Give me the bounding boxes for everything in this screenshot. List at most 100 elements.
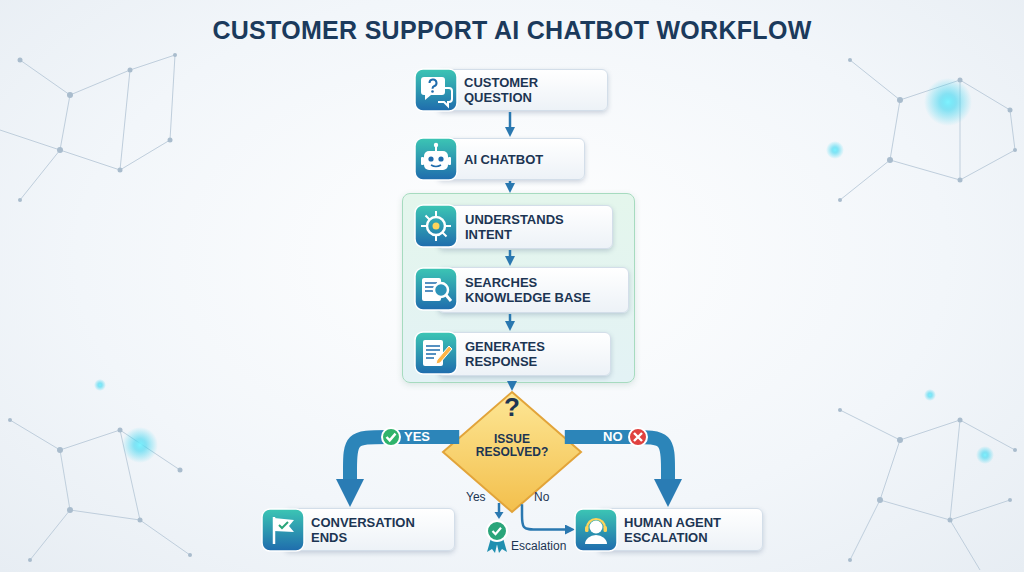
glow-dots (94, 379, 106, 391)
network-dots (28, 558, 32, 562)
network-lines (10, 420, 190, 560)
question-icon (429, 79, 436, 88)
box-panel: SEARCHES KNOWLEDGE BASE (438, 267, 629, 313)
agent-icon (585, 535, 607, 544)
box-panel: GENERATES RESPONSE (438, 332, 611, 376)
medal-badge (487, 521, 507, 541)
note-label: Escalation (511, 539, 566, 553)
network-dots (877, 497, 883, 503)
network-dots (128, 68, 133, 73)
glow-dots (924, 78, 972, 126)
no-cross-badge (634, 433, 642, 441)
network-dots (1008, 498, 1012, 502)
flow-arrow (509, 112, 512, 137)
edge-label: YES (404, 430, 430, 444)
agent-icon (604, 526, 608, 532)
process-box: CUSTOMER QUESTION (415, 68, 608, 112)
agent-icon (575, 509, 617, 551)
flow-band (350, 437, 459, 507)
edge-label: NO (603, 430, 623, 444)
response-icon (423, 340, 443, 366)
response-icon (426, 346, 440, 358)
flow-arrow (509, 314, 512, 331)
network-lines (0, 55, 175, 200)
network-dots (188, 553, 192, 557)
agent-icon (575, 509, 617, 551)
robot-icon (421, 157, 424, 165)
no-cross-badge (629, 428, 647, 446)
box-panel: AI CHATBOT (437, 138, 585, 180)
robot-icon (448, 157, 451, 165)
no-cross-badge (629, 428, 647, 446)
diagram-title: CUSTOMER SUPPORT AI CHATBOT WORKFLOW (0, 16, 1024, 45)
robot-icon (424, 151, 448, 170)
network-dots (1008, 108, 1013, 113)
medal-badge (487, 538, 498, 553)
medal-badge (493, 528, 502, 534)
knowledge-icon (434, 283, 448, 297)
network-dots (958, 178, 963, 183)
network-dots (887, 157, 893, 163)
flag-icon (262, 509, 304, 551)
robot-icon (435, 146, 437, 151)
yes-check-badge (382, 428, 400, 446)
knowledge-icon (415, 268, 457, 310)
flow-arrow (509, 250, 512, 266)
network-dots (958, 418, 963, 423)
note-label: Yes (466, 490, 486, 504)
network-dots (118, 428, 123, 433)
network-lines (840, 60, 1015, 200)
process-group: UNDERSTANDS INTENT SEARCHES KNOWLEDGE BAS… (402, 193, 635, 383)
yes-small-arrow (495, 503, 504, 519)
network-lines (0, 55, 1015, 570)
network-dots (118, 168, 123, 173)
network-dots (18, 198, 22, 202)
network-dots (848, 58, 852, 62)
glow-dots (976, 446, 994, 464)
flow-band (565, 437, 668, 507)
network-dots (138, 518, 143, 523)
network-dots (897, 97, 903, 103)
yes-small-arrow (495, 512, 504, 519)
node-text: HUMAN AGENT ESCALATION (624, 515, 742, 545)
yes-small-arrow (498, 503, 501, 513)
robot-icon (431, 165, 441, 167)
node-text: GENERATES RESPONSE (465, 339, 575, 369)
medal-badge (496, 538, 507, 553)
glow-dots (924, 389, 936, 401)
intent-icon (415, 205, 457, 247)
robot-icon (415, 138, 457, 180)
network-dots (57, 147, 63, 153)
network-dots (848, 558, 852, 562)
box-panel: CUSTOMER QUESTION (437, 69, 608, 111)
robot-icon (415, 138, 457, 180)
response-icon (415, 332, 457, 374)
diamond-shape (443, 392, 581, 512)
network-dots (838, 408, 842, 412)
knowledge-icon (446, 295, 451, 301)
yes-check-badge (382, 428, 400, 446)
end-box: CONVERSATION ENDS (262, 507, 455, 552)
glow-dots (826, 141, 844, 159)
network-dots (1013, 448, 1017, 452)
flag-icon (273, 517, 276, 544)
flag-icon (274, 518, 294, 532)
question-icon (438, 88, 452, 106)
network-dots (8, 418, 12, 422)
agent-icon (587, 519, 605, 528)
knowledge-icon (415, 268, 457, 310)
response-icon (436, 346, 452, 364)
escalation-box: HUMAN AGENT ESCALATION (575, 507, 763, 552)
agent-icon (590, 521, 603, 534)
box-panel: HUMAN AGENT ESCALATION (597, 508, 763, 551)
process-box: AI CHATBOT (415, 137, 585, 181)
question-icon (421, 77, 445, 100)
flow-arrow (509, 181, 512, 193)
node-text: ISSUE RESOLVED? (467, 433, 557, 459)
network-dots (948, 518, 953, 523)
intent-icon (427, 217, 445, 235)
node-text: CONVERSATION ENDS (311, 515, 429, 545)
node-text: SEARCHES KNOWLEDGE BASE (465, 275, 600, 305)
process-box: GENERATES RESPONSE (416, 331, 611, 377)
box-panel: UNDERSTANDS INTENT (438, 205, 613, 249)
